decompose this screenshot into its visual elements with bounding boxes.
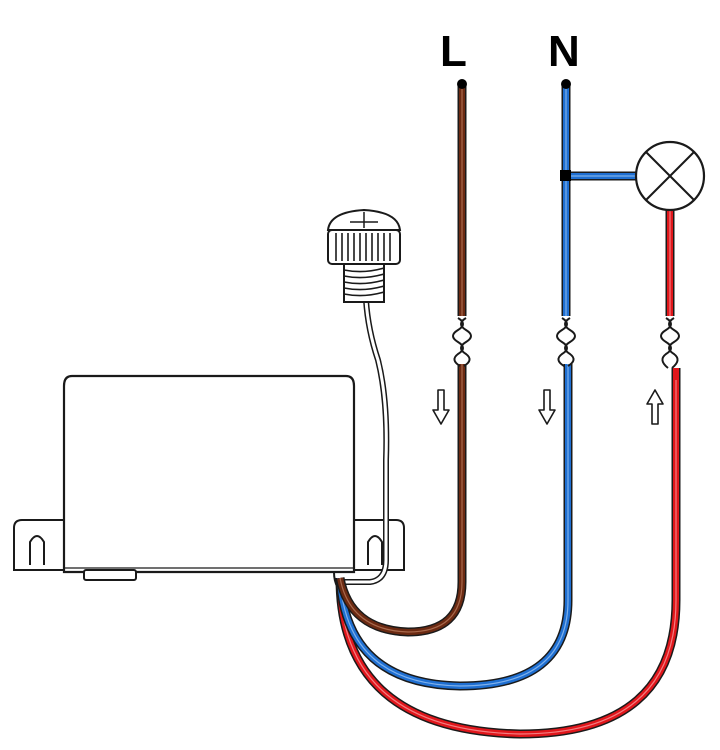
housing-button xyxy=(83,569,137,581)
lamp-twist-connector xyxy=(660,316,680,369)
thread-lines xyxy=(343,267,385,297)
live-terminal-dot xyxy=(457,79,467,89)
left-mounting-tab xyxy=(13,519,67,571)
lamp-symbol xyxy=(634,140,706,212)
live-twist-connector xyxy=(452,316,472,367)
sensor-cable-inner xyxy=(344,299,388,584)
live-terminal-label: L xyxy=(440,27,467,76)
neutral-wire-lower xyxy=(335,364,573,691)
right-tab-slot xyxy=(367,535,383,565)
knurl-lines xyxy=(335,233,391,261)
left-tab-slot xyxy=(29,535,45,565)
live-wire-lower xyxy=(335,364,467,637)
live-down-arrow-icon xyxy=(432,389,450,425)
neutral-terminal-label: N xyxy=(548,27,580,76)
lamp-wire xyxy=(335,368,681,739)
sensor-assembly xyxy=(326,208,402,585)
lamp-up-arrow-icon xyxy=(646,389,664,425)
right-mounting-tab xyxy=(351,519,405,571)
neutral-terminal-dot xyxy=(561,79,571,89)
neutral-down-arrow-icon xyxy=(538,389,556,425)
neutral-junction-dot xyxy=(560,170,571,181)
device-housing xyxy=(13,374,405,597)
housing-body xyxy=(62,374,356,574)
neutral-twist-connector xyxy=(556,316,576,367)
